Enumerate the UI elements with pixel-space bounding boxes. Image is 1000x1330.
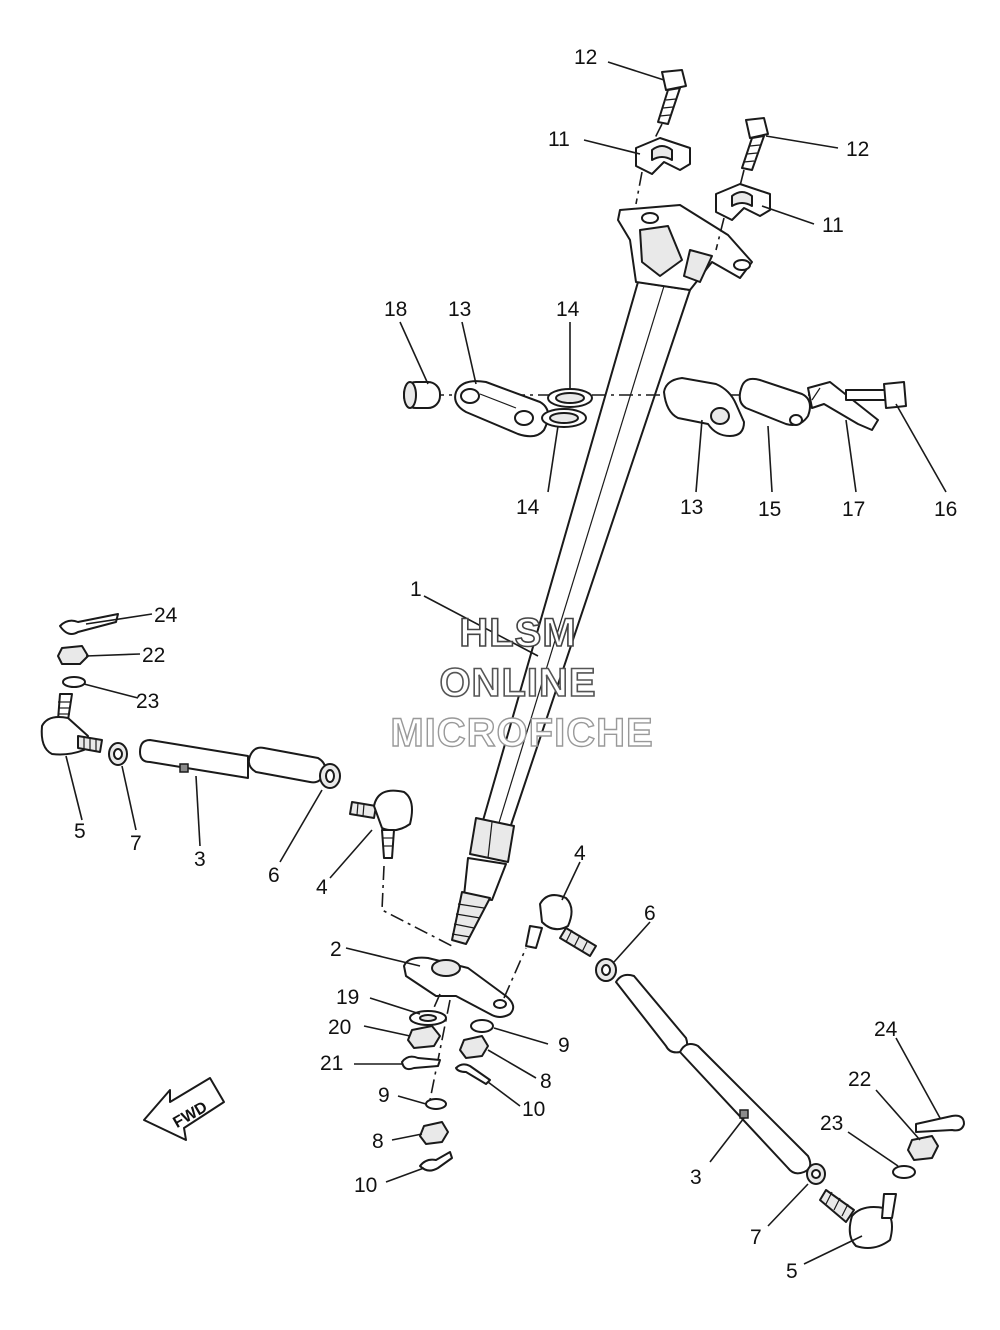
- washer-9-right: [470, 1019, 494, 1033]
- collar-18: [403, 381, 441, 409]
- holder-bolt-right: [741, 117, 769, 171]
- callout-5: 5: [74, 820, 86, 843]
- nut-22-left: [57, 645, 89, 665]
- callout-5: 5: [786, 1260, 798, 1283]
- washer-9-left: [425, 1098, 447, 1110]
- callout-6: 6: [644, 902, 656, 925]
- callout-15: 15: [758, 498, 781, 521]
- seal-14-lower: [541, 408, 587, 428]
- nut-8-right: [459, 1035, 489, 1059]
- callout-17: 17: [842, 498, 865, 521]
- callout-7: 7: [130, 832, 142, 855]
- fwd-direction-arrow: FWD: [143, 1077, 225, 1141]
- callout-18: 18: [384, 298, 407, 321]
- nut-8-left: [419, 1121, 449, 1145]
- bolt-16: [845, 381, 907, 409]
- callout-24: 24: [874, 1018, 898, 1041]
- callout-11: 11: [548, 128, 570, 151]
- bearing-holder-right-13: [663, 377, 745, 437]
- cotter-pin-24-right: [915, 1114, 965, 1133]
- callout-13: 13: [448, 298, 471, 321]
- tie-rod-end-4-left: [349, 789, 413, 859]
- callout-19: 19: [336, 986, 359, 1009]
- callout-12: 12: [574, 46, 597, 69]
- callout-23: 23: [820, 1112, 843, 1135]
- callout-labels: 12 11 12 11 18 13 14 14 13 15 17 16 1 24…: [74, 46, 957, 1283]
- watermark: HLSM ONLINE MICROFICHE: [390, 610, 654, 756]
- callout-9: 9: [558, 1034, 570, 1057]
- callout-9: 9: [378, 1084, 390, 1107]
- callout-8: 8: [540, 1070, 552, 1093]
- lock-washer-17: [807, 381, 879, 431]
- plate-15: [738, 377, 811, 426]
- leader-lines: [65, 61, 947, 1265]
- tie-rod-end-4-right: [525, 894, 597, 957]
- pitman-arm-2: [403, 956, 515, 1018]
- callout-8: 8: [372, 1130, 384, 1153]
- cotter-pin-10-left: [419, 1151, 453, 1172]
- callout-3: 3: [194, 848, 206, 871]
- callout-7: 7: [750, 1226, 762, 1249]
- cotter-pin-10-right: [455, 1063, 491, 1085]
- callout-1: 1: [410, 578, 422, 601]
- bearing-holder-left-13: [454, 380, 550, 438]
- callout-22: 22: [142, 644, 165, 667]
- callout-14: 14: [556, 298, 580, 321]
- tie-rod-3-left: [139, 739, 327, 784]
- tie-rod-3-right: [615, 973, 812, 1175]
- callout-21: 21: [320, 1052, 343, 1075]
- callout-12: 12: [846, 138, 869, 161]
- nut-6-left: [319, 763, 341, 789]
- callout-20: 20: [328, 1016, 351, 1039]
- callout-24: 24: [154, 604, 178, 627]
- nut-7-left: [108, 742, 128, 766]
- nut-22-right: [907, 1135, 939, 1161]
- callout-13: 13: [680, 496, 703, 519]
- upper-holder-left: [635, 137, 691, 175]
- callout-4: 4: [316, 876, 328, 899]
- callout-2: 2: [330, 938, 342, 961]
- callout-14: 14: [516, 496, 540, 519]
- washer-23-right: [892, 1165, 916, 1179]
- cotter-pin-21: [401, 1055, 441, 1071]
- upper-holder-right: [715, 183, 771, 221]
- tie-rod-end-5-left: [40, 693, 103, 756]
- seal-14-upper: [547, 388, 593, 408]
- watermark-line-1: HLSM: [459, 611, 576, 655]
- nut-6-right: [595, 958, 617, 982]
- nut-7-right: [806, 1163, 826, 1185]
- holder-bolt-left: [657, 69, 687, 125]
- callout-23: 23: [136, 690, 159, 713]
- washer-23-left: [62, 676, 86, 688]
- tie-rod-end-5-right: [819, 1189, 897, 1249]
- callout-6: 6: [268, 864, 280, 887]
- callout-4: 4: [574, 842, 586, 865]
- callout-16: 16: [934, 498, 957, 521]
- callout-3: 3: [690, 1166, 702, 1189]
- handlebar-holder-bracket: [617, 204, 753, 291]
- callout-11: 11: [822, 214, 844, 237]
- callout-22: 22: [848, 1068, 871, 1091]
- callout-10: 10: [522, 1098, 545, 1121]
- watermark-line-3: MICROFICHE: [390, 711, 653, 755]
- callout-10: 10: [354, 1174, 377, 1197]
- watermark-line-2: ONLINE: [439, 661, 596, 705]
- nut-20: [407, 1025, 441, 1049]
